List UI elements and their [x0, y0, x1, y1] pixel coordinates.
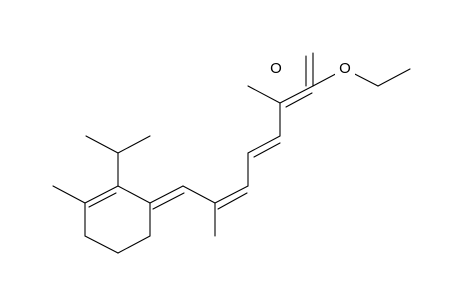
ring-bond-c4-c5 [84, 235, 119, 254]
carbonyl-oxygen-label: O [270, 60, 282, 77]
methyl-bond [52, 185, 86, 204]
chain-double-bond-second [285, 92, 313, 108]
chain-double-bond-second [217, 192, 248, 210]
carbonyl-oxygen-backdrop [266, 58, 286, 78]
isopropyl-branch-left [85, 135, 119, 154]
exocyclic-double-bond-second [152, 192, 185, 210]
chain-bond [182, 185, 216, 204]
ester-oxygen-backdrop [335, 58, 355, 78]
chain-methyl-bond [247, 85, 281, 104]
ring-bond-c2-c3 [84, 185, 119, 204]
ester-oxygen-label: O [339, 60, 351, 77]
ring-bond-c5-c6 [117, 235, 151, 254]
chain-double-bond [279, 85, 314, 104]
cyclohexene-ring [84, 185, 151, 254]
isopropyl-branch-right [117, 135, 151, 154]
ethyl-ester-group [305, 52, 411, 87]
chain-double-bond-second [253, 142, 281, 158]
ring-bond-c1-c2 [117, 185, 151, 204]
exocyclic-double-bond [149, 185, 184, 204]
chain-double-bond [247, 135, 281, 154]
ethyl-bond [377, 68, 411, 87]
ring-double-bond-c2-c3-inner [88, 192, 117, 208]
atom-labels: O O [266, 58, 355, 78]
chain-double-bond [214, 185, 249, 204]
polyene-chain [149, 85, 314, 237]
ring-substituents [52, 135, 151, 204]
